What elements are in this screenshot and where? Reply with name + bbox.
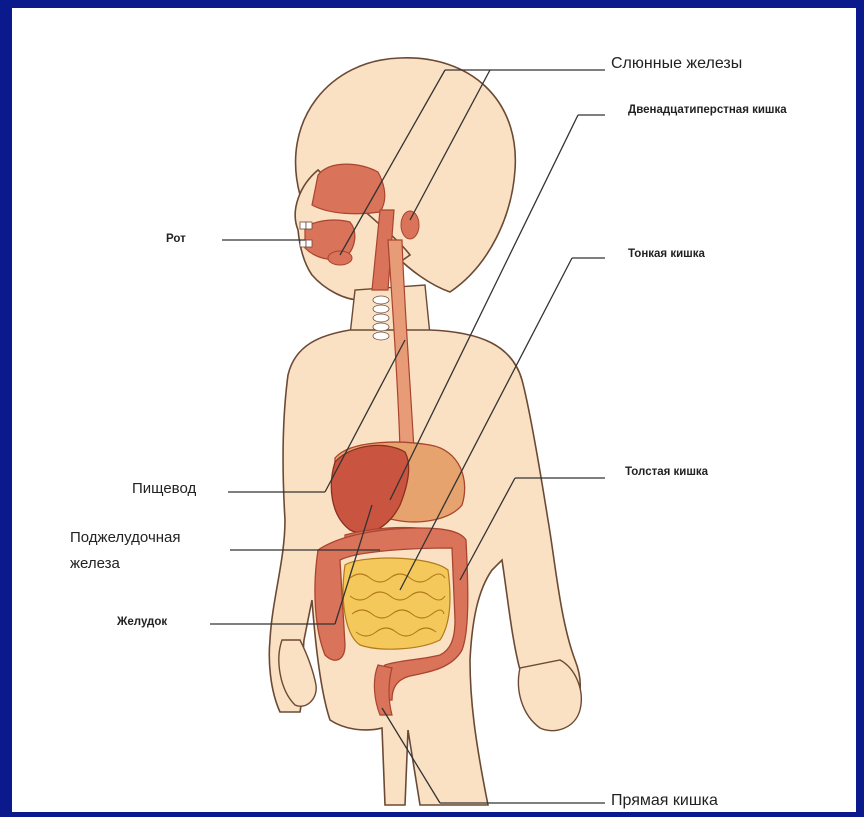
label-large-intestine: Толстая кишка bbox=[625, 466, 708, 478]
label-rectum: Прямая кишка bbox=[611, 792, 718, 810]
label-pancreas-line2: железа bbox=[70, 555, 120, 572]
label-mouth: Рот bbox=[166, 233, 186, 245]
neck bbox=[350, 285, 430, 335]
label-stomach: Желудок bbox=[117, 616, 167, 628]
label-duodenum: Двенадцатиперстная кишка bbox=[628, 104, 787, 116]
salivary-gland-1 bbox=[328, 251, 352, 265]
rectum-organ bbox=[374, 665, 392, 715]
trachea bbox=[373, 296, 389, 340]
small-intestine-organ bbox=[343, 558, 450, 649]
oral-cavity bbox=[312, 164, 385, 214]
label-esophagus: Пищевод bbox=[132, 480, 196, 497]
label-small-intestine: Тонкая кишка bbox=[628, 248, 705, 260]
salivary-gland-2 bbox=[401, 211, 419, 239]
right-hand bbox=[518, 660, 581, 731]
label-pancreas-line1: Поджелудочная bbox=[70, 529, 181, 546]
label-salivary-glands: Слюнные железы bbox=[611, 55, 742, 73]
